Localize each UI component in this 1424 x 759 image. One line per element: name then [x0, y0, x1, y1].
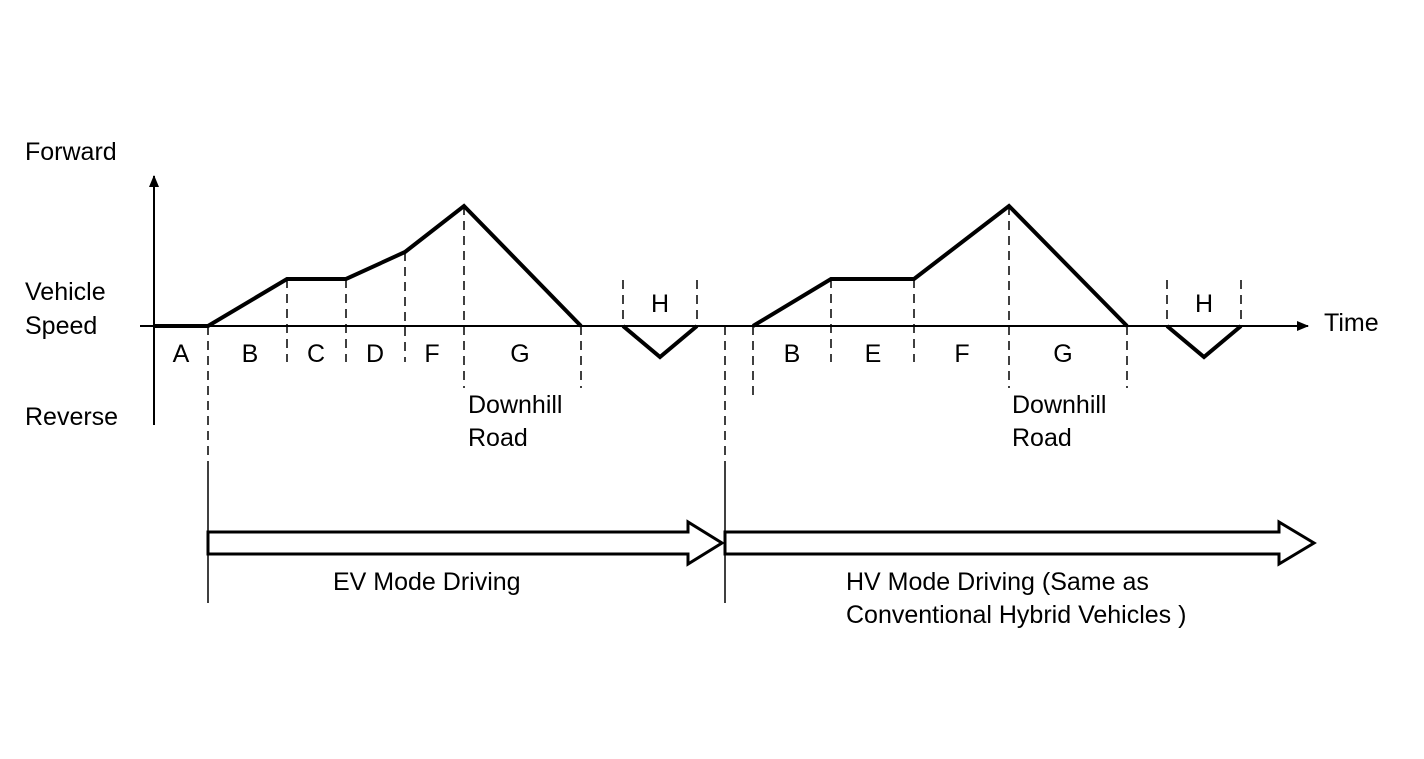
ev-downhill-label-line1: Downhill: [468, 391, 562, 419]
hv-segment-label-f: F: [954, 340, 969, 368]
segment-label-d: D: [366, 340, 384, 368]
ev-downhill-label-line2: Road: [468, 424, 528, 452]
segment-label-h: H: [651, 290, 669, 318]
ev-mode-arrow: [206, 519, 725, 567]
hv-mode-label-line1: HV Mode Driving (Same as: [846, 568, 1149, 596]
segment-label-g: G: [510, 340, 529, 368]
hv-speed-profile: [751, 203, 1129, 328]
vehicle-speed-label-line2: Speed: [25, 312, 97, 340]
hv-segment-label-h: H: [1195, 290, 1213, 318]
ev-speed-profile: [154, 203, 583, 328]
hv-segment-label-b: B: [784, 340, 801, 368]
forward-label: Forward: [25, 138, 117, 166]
segment-label-f: F: [424, 340, 439, 368]
hv-mode-label-line2: Conventional Hybrid Vehicles ): [846, 601, 1186, 629]
hv-reverse-dip: [1165, 324, 1243, 360]
reverse-label: Reverse: [25, 403, 118, 431]
ev-reverse-dip: [621, 324, 699, 360]
segment-label-a: A: [173, 340, 190, 368]
hv-segment-label-e: E: [865, 340, 882, 368]
hv-downhill-label-line2: Road: [1012, 424, 1072, 452]
time-label: Time: [1324, 309, 1379, 337]
hv-segment-label-g: G: [1053, 340, 1072, 368]
segment-label-c: C: [307, 340, 325, 368]
vehicle-speed-label-line1: Vehicle: [25, 278, 106, 306]
hv-mode-arrow: [723, 519, 1317, 567]
segment-label-b: B: [242, 340, 259, 368]
ev-mode-label: EV Mode Driving: [333, 568, 521, 596]
hv-downhill-label-line1: Downhill: [1012, 391, 1106, 419]
